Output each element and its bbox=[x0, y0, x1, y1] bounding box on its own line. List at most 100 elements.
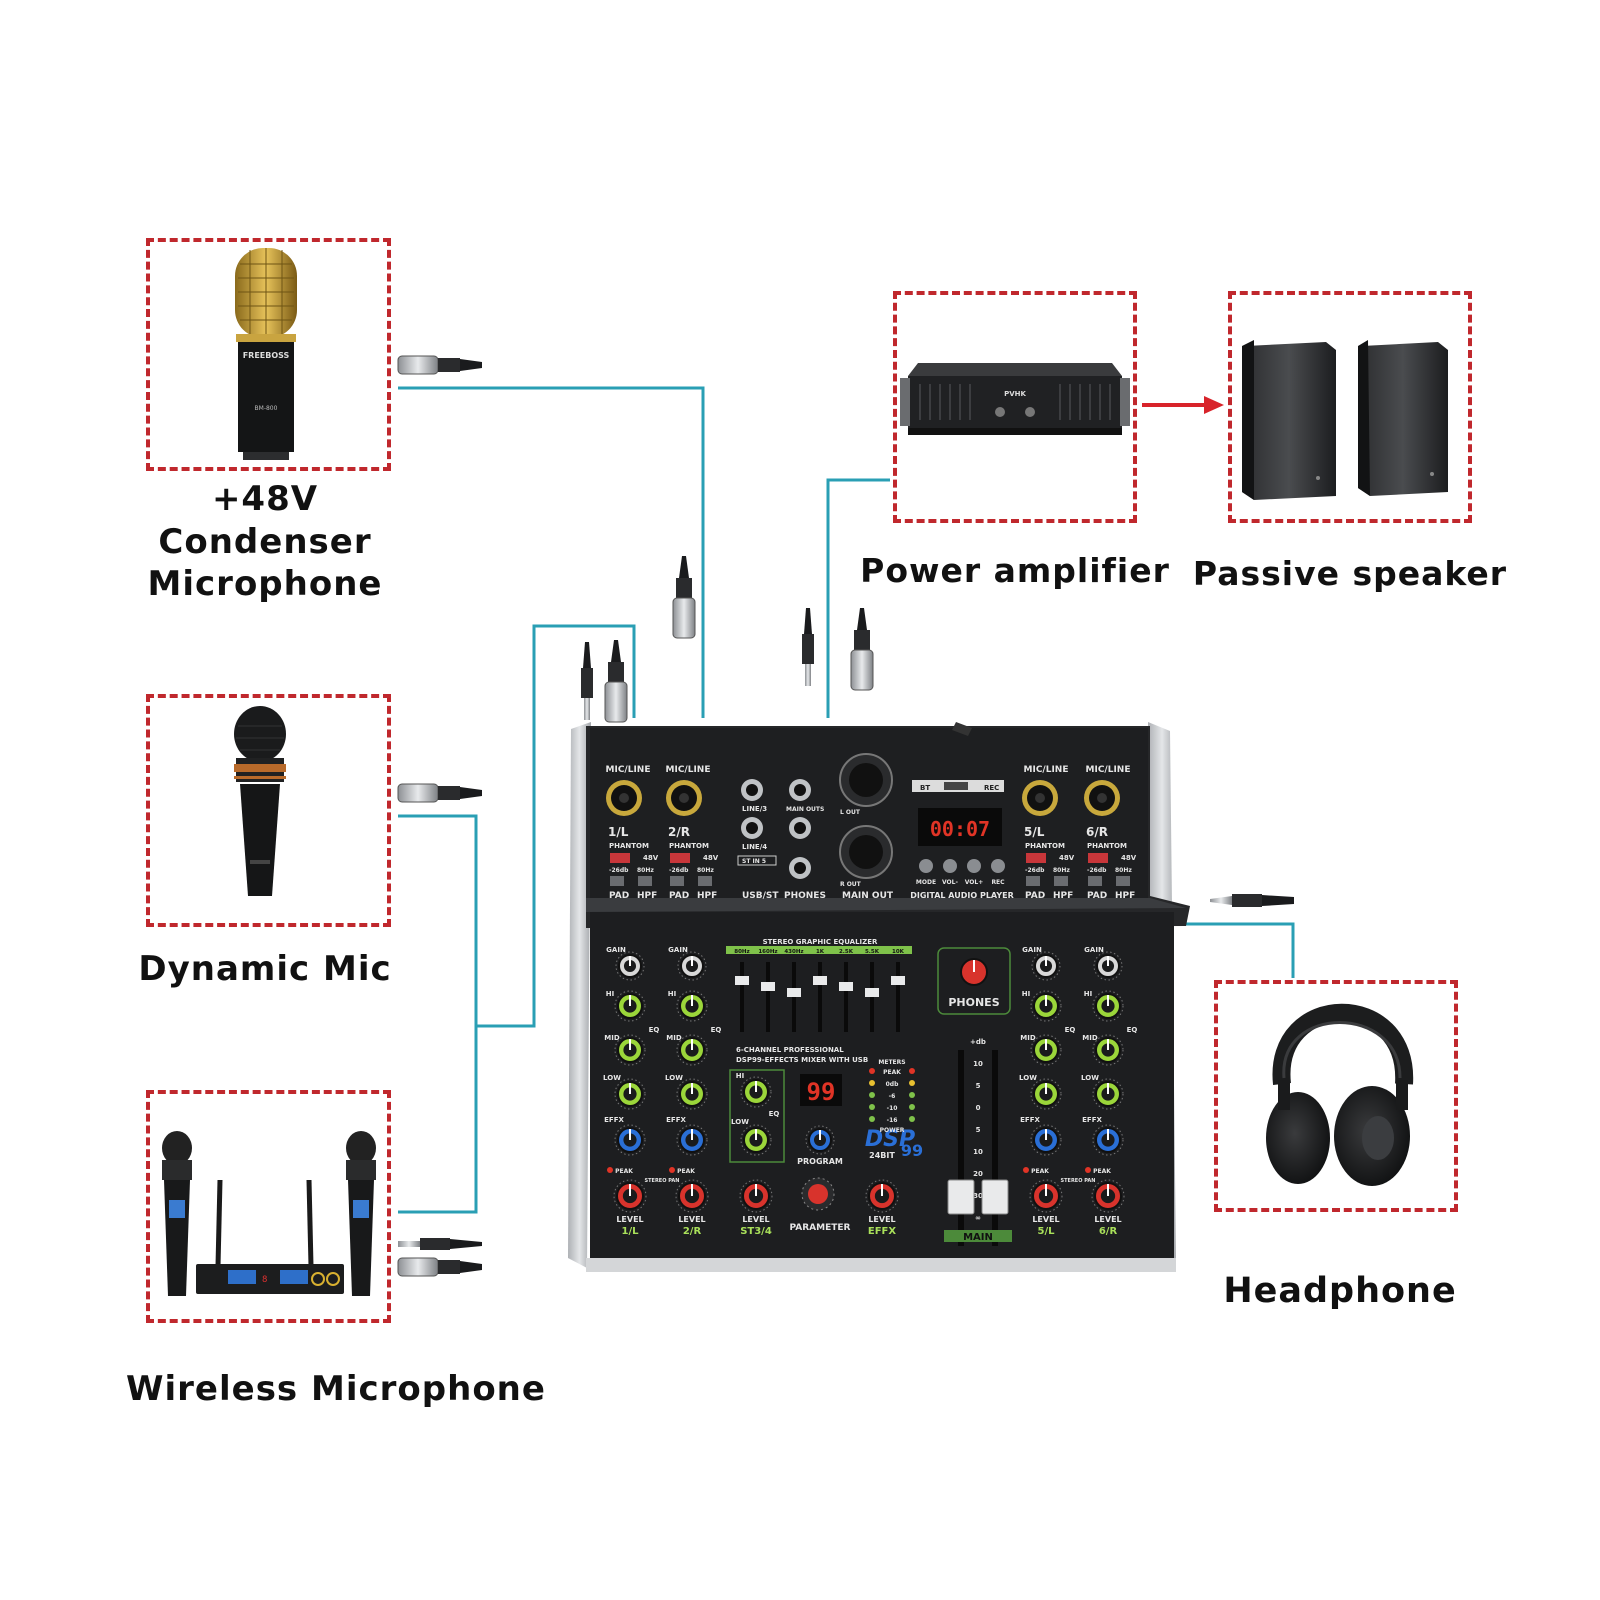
pad-db-label-6: -26db bbox=[1087, 867, 1107, 874]
st-hi-knob[interactable] bbox=[740, 1076, 772, 1108]
st34-level-label: LEVEL bbox=[742, 1215, 769, 1224]
strip-channel-label-6: 6/R bbox=[1099, 1226, 1118, 1237]
headphone-image bbox=[1266, 1003, 1414, 1186]
pad-switch-2[interactable] bbox=[670, 876, 684, 886]
pad-switch-1[interactable] bbox=[610, 876, 624, 886]
effx-label-2: EFFX bbox=[666, 1116, 686, 1124]
geq-slider-5[interactable] bbox=[865, 988, 879, 997]
geq-slider-3[interactable] bbox=[813, 976, 827, 985]
hi-knob-2[interactable] bbox=[676, 990, 708, 1022]
level-knob-5[interactable] bbox=[1029, 1179, 1063, 1213]
vol-plus-button[interactable] bbox=[967, 859, 981, 873]
main-fader-r[interactable] bbox=[981, 1179, 1009, 1215]
pad-switch-5[interactable] bbox=[1026, 876, 1040, 886]
effx-knob-1[interactable] bbox=[614, 1124, 646, 1156]
effx-level-knob[interactable] bbox=[865, 1179, 899, 1213]
vol-minus-button[interactable] bbox=[943, 859, 957, 873]
hpf-switch-2[interactable] bbox=[698, 876, 712, 886]
mid-label-2: MID bbox=[666, 1034, 682, 1042]
xlr-out-l[interactable] bbox=[839, 753, 893, 807]
xlr-connector-vertical-2 bbox=[604, 640, 628, 723]
main-fader-l[interactable] bbox=[947, 1179, 975, 1215]
gain-knob-1[interactable] bbox=[615, 951, 645, 981]
low-knob-1[interactable] bbox=[614, 1078, 646, 1110]
geq-slider-2[interactable] bbox=[787, 988, 801, 997]
power-amp-frame bbox=[893, 291, 1137, 523]
eq-label-2: EQ bbox=[711, 1026, 722, 1034]
stereo-pan-label-12: STEREO PAN bbox=[645, 1178, 680, 1184]
mic-line-label-6: MIC/LINE bbox=[1086, 765, 1131, 775]
amp-brand: PVHK bbox=[1004, 390, 1026, 398]
effx-knob-2[interactable] bbox=[676, 1124, 708, 1156]
st34-level-knob[interactable] bbox=[739, 1179, 773, 1213]
gain-label-1: GAIN bbox=[606, 946, 626, 954]
mid-knob-2[interactable] bbox=[676, 1034, 708, 1066]
mid-knob-6[interactable] bbox=[1092, 1034, 1124, 1066]
hpf-hz-label-2: 80Hz bbox=[697, 867, 714, 874]
gain-knob-6[interactable] bbox=[1093, 951, 1123, 981]
mode-button[interactable] bbox=[919, 859, 933, 873]
rec-button[interactable] bbox=[991, 859, 1005, 873]
low-knob-2[interactable] bbox=[676, 1078, 708, 1110]
hpf-switch-1[interactable] bbox=[638, 876, 652, 886]
io-labels: LINE/3 LINE/4 ST IN 5 USB/ST MAIN OUTS P… bbox=[737, 805, 894, 901]
speaker-frame bbox=[1228, 291, 1472, 523]
xlr-connector-wireless bbox=[397, 1257, 482, 1277]
effx-knob-6[interactable] bbox=[1092, 1124, 1124, 1156]
program-knob[interactable] bbox=[805, 1125, 835, 1155]
geq-slider-0[interactable] bbox=[735, 976, 749, 985]
v48-label-1: 48V bbox=[643, 854, 659, 862]
hpf-switch-6[interactable] bbox=[1116, 876, 1130, 886]
phantom-switch-1[interactable] bbox=[610, 853, 630, 863]
pad-label-2: PAD bbox=[669, 891, 689, 901]
v48-label-6: 48V bbox=[1121, 854, 1137, 862]
fader-scale-2: 5 bbox=[976, 1082, 981, 1090]
jack-connector-vertical-1 bbox=[581, 642, 593, 720]
low-knob-6[interactable] bbox=[1092, 1078, 1124, 1110]
phantom-switch-5[interactable] bbox=[1026, 853, 1046, 863]
phantom-switch-2[interactable] bbox=[670, 853, 690, 863]
hi-knob-5[interactable] bbox=[1030, 990, 1062, 1022]
jack-connector-vertical-2 bbox=[802, 608, 814, 686]
main-outs-label: MAIN OUTS bbox=[786, 806, 824, 813]
mid-knob-5[interactable] bbox=[1030, 1034, 1062, 1066]
mid-label-5: MID bbox=[1020, 1034, 1036, 1042]
phantom-switch-6[interactable] bbox=[1088, 853, 1108, 863]
dsp-number: 99 bbox=[901, 1141, 923, 1160]
geq-band-6: 10K bbox=[892, 949, 905, 955]
gain-knob-2[interactable] bbox=[677, 951, 707, 981]
hi-knob-1[interactable] bbox=[614, 990, 646, 1022]
condenser-brand: FREEBOSS bbox=[243, 351, 290, 360]
pad-switch-6[interactable] bbox=[1088, 876, 1102, 886]
usb-st-label: USB/ST bbox=[742, 891, 779, 901]
gain-knob-5[interactable] bbox=[1031, 951, 1061, 981]
effx-knob-5[interactable] bbox=[1030, 1124, 1062, 1156]
level-knob-1[interactable] bbox=[613, 1179, 647, 1213]
xlr-out-r[interactable] bbox=[839, 825, 893, 879]
hpf-switch-5[interactable] bbox=[1054, 876, 1068, 886]
level-knob-6[interactable] bbox=[1091, 1179, 1125, 1213]
phones-section: PHONES bbox=[937, 947, 1011, 1015]
channel-label-5: 5/L bbox=[1024, 825, 1045, 839]
low-label-6: LOW bbox=[1081, 1074, 1099, 1082]
st-low-knob[interactable] bbox=[740, 1124, 772, 1156]
meter-m6-label: -6 bbox=[889, 1093, 896, 1100]
geq-slider-6[interactable] bbox=[891, 976, 905, 985]
geq-band-2: 430Hz bbox=[784, 949, 803, 955]
geq-slider-1[interactable] bbox=[761, 982, 775, 991]
wireless-mic-label: Wireless Microphone bbox=[126, 1369, 546, 1409]
level-knob-2[interactable] bbox=[675, 1179, 709, 1213]
mic-line-inputs bbox=[606, 780, 1120, 816]
peak-label-6: PEAK bbox=[1093, 1168, 1111, 1175]
hi-knob-6[interactable] bbox=[1092, 990, 1124, 1022]
hpf-label-5: HPF bbox=[1053, 891, 1073, 901]
level-label-2: LEVEL bbox=[678, 1215, 705, 1224]
geq-slider-4[interactable] bbox=[839, 982, 853, 991]
main-label: MAIN bbox=[963, 1232, 993, 1243]
usb-port[interactable] bbox=[944, 782, 968, 790]
phones-jack-label: PHONES bbox=[784, 891, 826, 901]
cable-condenser bbox=[398, 386, 705, 718]
pad-hpf-switches bbox=[610, 876, 1130, 886]
mid-knob-1[interactable] bbox=[614, 1034, 646, 1066]
low-knob-5[interactable] bbox=[1030, 1078, 1062, 1110]
